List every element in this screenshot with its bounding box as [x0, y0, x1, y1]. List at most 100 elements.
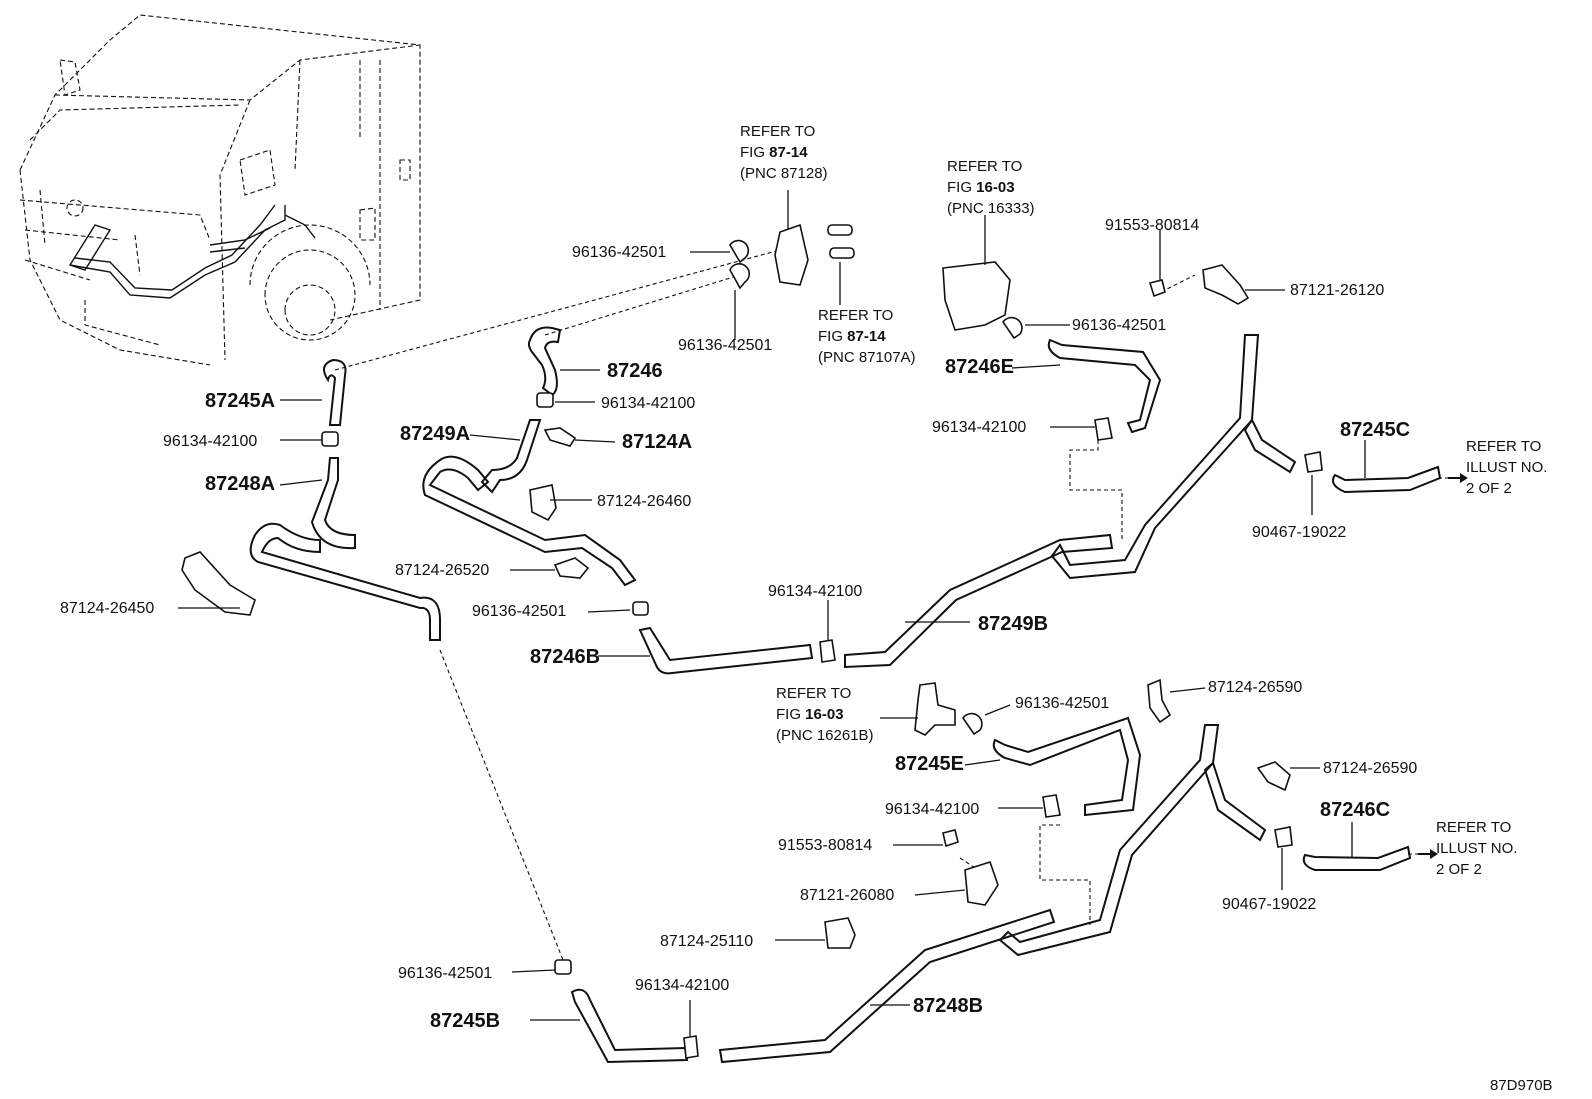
- arrow-right-icon: [1448, 473, 1468, 483]
- flange-16333: [942, 261, 1011, 331]
- ref-line: REFER TO: [1466, 438, 1541, 455]
- clip-87124-25110: [824, 917, 856, 949]
- label-87124-26520: 87124-26520: [395, 562, 489, 579]
- label-87246: 87246: [607, 360, 663, 382]
- label-91553-80814: 91553-80814: [778, 837, 872, 854]
- clip-87124-26520: [553, 557, 590, 579]
- clamp-90467-a: [1304, 451, 1323, 473]
- label-87124-26590: 87124-26590: [1323, 760, 1417, 777]
- bolt-91553-a: [1148, 279, 1166, 298]
- pipe-87107A-top: [827, 224, 853, 236]
- ref-line: (PNC 87128): [740, 165, 828, 182]
- ref-note-illust-lower: REFER TO ILLUST NO. 2 OF 2: [1436, 819, 1517, 878]
- hoses: [249, 326, 1442, 1064]
- ref-line: FIG 16-03: [776, 706, 844, 723]
- ref-line: FIG 87-14: [818, 328, 886, 345]
- bolt-91553-b: [942, 829, 959, 848]
- label-90467-19022: 90467-19022: [1222, 896, 1316, 913]
- ref-line: FIG 87-14: [740, 144, 808, 161]
- label-87249A: 87249A: [400, 423, 470, 445]
- pipe-87107A-bottom: [829, 247, 855, 259]
- clamp-96136-f: [554, 959, 572, 975]
- label-96134-42100: 96134-42100: [163, 433, 257, 450]
- ref-note-16261B: REFER TO FIG 16-03 (PNC 16261B): [776, 685, 874, 744]
- label-96136-42501: 96136-42501: [472, 603, 566, 620]
- bracket-87121-26120: [1202, 264, 1250, 305]
- clamp-96134-d: [1094, 417, 1113, 441]
- clamp-96136-a: [729, 239, 750, 264]
- label-87121-26120: 87121-26120: [1290, 282, 1384, 299]
- clamp-96134-e: [1042, 794, 1061, 818]
- label-96134-42100: 96134-42100: [768, 583, 862, 600]
- label-96136-42501: 96136-42501: [398, 965, 492, 982]
- vehicle-illustration: [19, 14, 421, 366]
- ref-note-87128: REFER TO FIG 87-14 (PNC 87128): [740, 123, 828, 182]
- clip-87124-26590-b: [1256, 761, 1291, 792]
- clamp-96134-c: [819, 639, 836, 663]
- ref-note-16333: REFER TO FIG 16-03 (PNC 16333): [947, 158, 1035, 217]
- label-87246B: 87246B: [530, 646, 600, 668]
- clip-87124A: [543, 427, 577, 447]
- bracket-87124-26450: [181, 551, 256, 616]
- clamp-96134-f: [683, 1035, 699, 1059]
- label-87124-25110: 87124-25110: [660, 933, 753, 950]
- ref-line: 2 OF 2: [1436, 861, 1482, 878]
- label-87246C: 87246C: [1320, 799, 1390, 821]
- ref-line: REFER TO: [740, 123, 815, 140]
- label-87124-26450: 87124-26450: [60, 600, 154, 617]
- ref-line: REFER TO: [776, 685, 851, 702]
- label-87245A: 87245A: [205, 390, 275, 412]
- label-87246E: 87246E: [945, 356, 1014, 378]
- ref-line: ILLUST NO.: [1466, 459, 1547, 476]
- label-96136-42501: 96136-42501: [572, 244, 666, 261]
- label-96136-42501: 96136-42501: [1072, 317, 1166, 334]
- ref-line: ILLUST NO.: [1436, 840, 1517, 857]
- ref-line: (PNC 16333): [947, 200, 1035, 217]
- clamp-96134-a: [321, 431, 339, 447]
- clamp-96136-e: [962, 712, 983, 736]
- clamp-96136-c: [632, 601, 649, 616]
- ref-note-87107A: REFER TO FIG 87-14 (PNC 87107A): [818, 307, 916, 366]
- valve-87128: [774, 223, 809, 286]
- arrow-icon-group: [1408, 473, 1468, 859]
- label-87121-26080: 87121-26080: [800, 887, 894, 904]
- label-87248A: 87248A: [205, 473, 275, 495]
- label-87245C: 87245C: [1340, 419, 1410, 441]
- arrow-right-icon: [1418, 849, 1438, 859]
- ref-line: REFER TO: [818, 307, 893, 324]
- leader-lines: [178, 190, 1366, 1036]
- label-87245E: 87245E: [895, 753, 964, 775]
- clamp-96136-d: [1002, 316, 1023, 340]
- label-87245B: 87245B: [430, 1010, 500, 1032]
- label-87124-26590: 87124-26590: [1208, 679, 1302, 696]
- label-96136-42501: 96136-42501: [1015, 695, 1109, 712]
- label-90467-19022: 90467-19022: [1252, 524, 1346, 541]
- ref-line: 2 OF 2: [1466, 480, 1512, 497]
- clamp-96134-b: [536, 392, 554, 408]
- label-96134-42100: 96134-42100: [885, 801, 979, 818]
- ref-line: REFER TO: [947, 158, 1022, 175]
- ref-note-illust-upper: REFER TO ILLUST NO. 2 OF 2: [1466, 438, 1547, 497]
- label-96136-42501: 96136-42501: [678, 337, 772, 354]
- label-87249B: 87249B: [978, 613, 1048, 635]
- parts: [181, 223, 1323, 1059]
- label-96134-42100: 96134-42100: [601, 395, 695, 412]
- ref-line: (PNC 16261B): [776, 727, 874, 744]
- label-96134-42100: 96134-42100: [635, 977, 729, 994]
- bracket-87121-26080: [964, 861, 999, 906]
- union-16261B: [914, 682, 956, 736]
- clip-87124-26460: [529, 484, 557, 522]
- label-96134-42100: 96134-42100: [932, 419, 1026, 436]
- ref-line: REFER TO: [1436, 819, 1511, 836]
- label-87124A: 87124A: [622, 431, 692, 453]
- ref-line: (PNC 87107A): [818, 349, 916, 366]
- part-labels: 87245A 96134-42100 87248A 87124-26450 96…: [60, 217, 1417, 1032]
- label-91553-80814: 91553-80814: [1105, 217, 1199, 234]
- label-87248B: 87248B: [913, 995, 983, 1017]
- clip-87124-26590-a: [1147, 678, 1172, 724]
- label-87124-26460: 87124-26460: [597, 493, 691, 510]
- clamp-96136-b: [729, 263, 751, 290]
- dashed-connectors: [334, 249, 1196, 966]
- ref-line: FIG 16-03: [947, 179, 1015, 196]
